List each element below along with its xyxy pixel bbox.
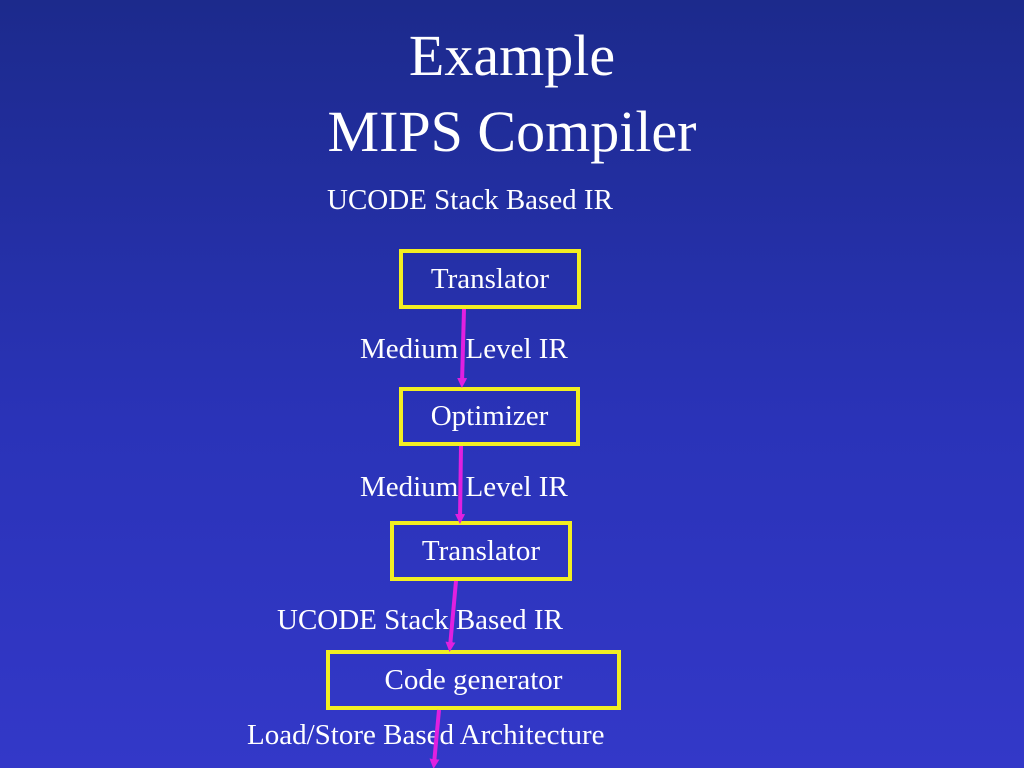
- ir-label-medium-2: Medium Level IR: [360, 471, 568, 503]
- slide-title-line-1: Example: [408, 23, 616, 88]
- translator-box-2-label: Translator: [421, 534, 541, 567]
- ir-label-ucode-1: UCODE Stack Based IR: [327, 184, 613, 216]
- code-generator-box: Code generator: [326, 650, 621, 710]
- code-generator-box-label: Code generator: [384, 663, 563, 696]
- translator-box-1: Translator: [399, 249, 581, 309]
- translator-box-1-label: Translator: [430, 262, 550, 295]
- optimizer-box-label: Optimizer: [430, 400, 549, 432]
- architecture-label: Load/Store Based Architecture: [247, 719, 605, 751]
- ir-label-medium-1: Medium Level IR: [360, 333, 568, 365]
- translator-box-2: Translator: [390, 521, 572, 581]
- optimizer-box: Optimizer: [399, 387, 580, 446]
- ir-label-ucode-2: UCODE Stack Based IR: [277, 604, 563, 636]
- slide-title-line-2: MIPS Compiler: [327, 99, 697, 164]
